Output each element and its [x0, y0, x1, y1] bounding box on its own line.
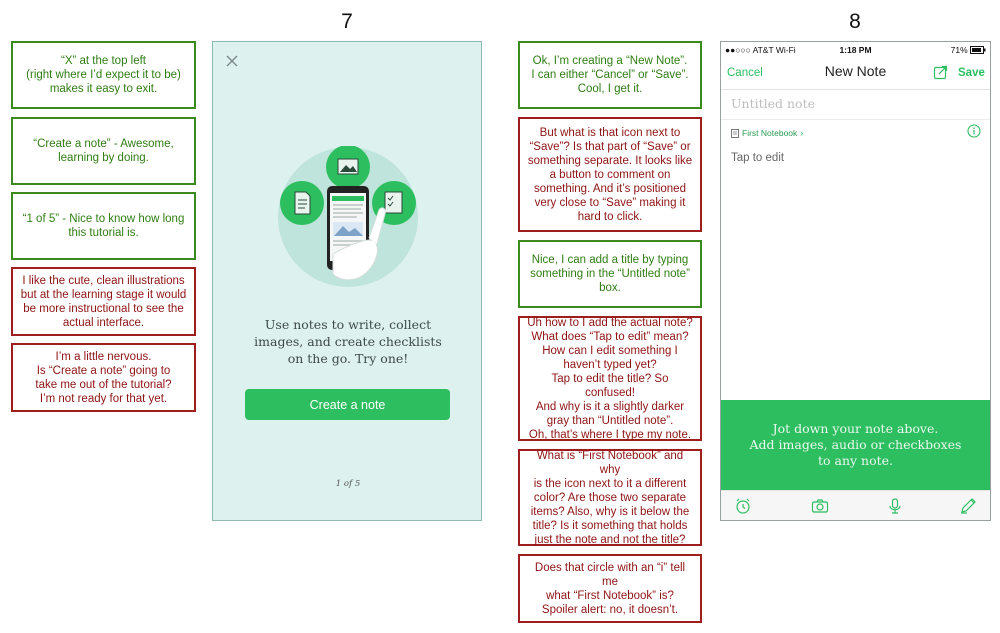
- tutorial-progress: 1 of 5: [335, 479, 361, 489]
- divider: [721, 119, 990, 120]
- annotation-note: I like the cute, clean illustrations but…: [11, 267, 196, 336]
- clock: 1:18 PM: [839, 45, 872, 55]
- new-note-screen: ●●○○○ AT&T Wi-Fi 1:18 PM 71% Cancel New …: [720, 41, 991, 521]
- annotation-note: Ok, I’m creating a “New Note”. I can eit…: [518, 41, 702, 109]
- create-note-button[interactable]: Create a note: [245, 389, 450, 420]
- tutorial-screen: Use notes to write, collect images, and …: [212, 41, 482, 521]
- page-title: New Note: [824, 63, 887, 79]
- save-button[interactable]: Save: [958, 67, 985, 79]
- navigation-bar: Cancel New Note Save: [721, 57, 990, 90]
- annotation-note: Does that circle with an “i” tell me wha…: [518, 554, 702, 623]
- camera-icon[interactable]: [811, 497, 829, 515]
- annotation-note: What is “First Notebook” and why is the …: [518, 449, 702, 546]
- notes-illustration: [277, 145, 419, 288]
- annotation-note: But what is that icon next to “Save”? Is…: [518, 117, 702, 232]
- share-note-icon[interactable]: [933, 64, 949, 80]
- annotation-note: “Create a note” - Awesome, learning by d…: [11, 117, 196, 185]
- pen-icon[interactable]: [959, 497, 977, 515]
- carrier-label: ●●○○○ AT&T Wi-Fi: [725, 45, 796, 55]
- tutorial-description: Use notes to write, collect images, and …: [254, 317, 442, 366]
- page-number-8: 8: [849, 10, 861, 33]
- notebook-label: First Notebook: [742, 128, 798, 138]
- close-icon[interactable]: [225, 54, 239, 68]
- page-number-7: 7: [341, 10, 353, 33]
- annotation-note: “X” at the top left (right where I’d exp…: [11, 41, 196, 109]
- note-toolbar: [721, 490, 990, 520]
- note-title-input[interactable]: Untitled note: [731, 96, 815, 111]
- tutorial-tip-banner: Jot down your note above. Add images, au…: [721, 400, 990, 490]
- note-body-input[interactable]: Tap to edit: [731, 152, 785, 164]
- battery-label: 71%: [951, 45, 986, 55]
- alarm-clock-icon[interactable]: [734, 497, 752, 515]
- microphone-icon[interactable]: [886, 497, 904, 515]
- status-bar: ●●○○○ AT&T Wi-Fi 1:18 PM 71%: [721, 42, 990, 57]
- battery-icon: [970, 46, 986, 54]
- notebook-selector[interactable]: First Notebook ›: [731, 128, 803, 138]
- annotation-note: Nice, I can add a title by typing someth…: [518, 240, 702, 308]
- info-icon[interactable]: [967, 124, 981, 138]
- cancel-button[interactable]: Cancel: [727, 67, 763, 79]
- notebook-icon: [731, 128, 739, 138]
- annotation-note: Uh how to I add the actual note? What do…: [518, 316, 702, 441]
- chevron-right-icon: ›: [800, 128, 804, 138]
- annotation-note: I’m a little nervous. Is “Create a note”…: [11, 343, 196, 412]
- annotation-note: “1 of 5” - Nice to know how long this tu…: [11, 192, 196, 260]
